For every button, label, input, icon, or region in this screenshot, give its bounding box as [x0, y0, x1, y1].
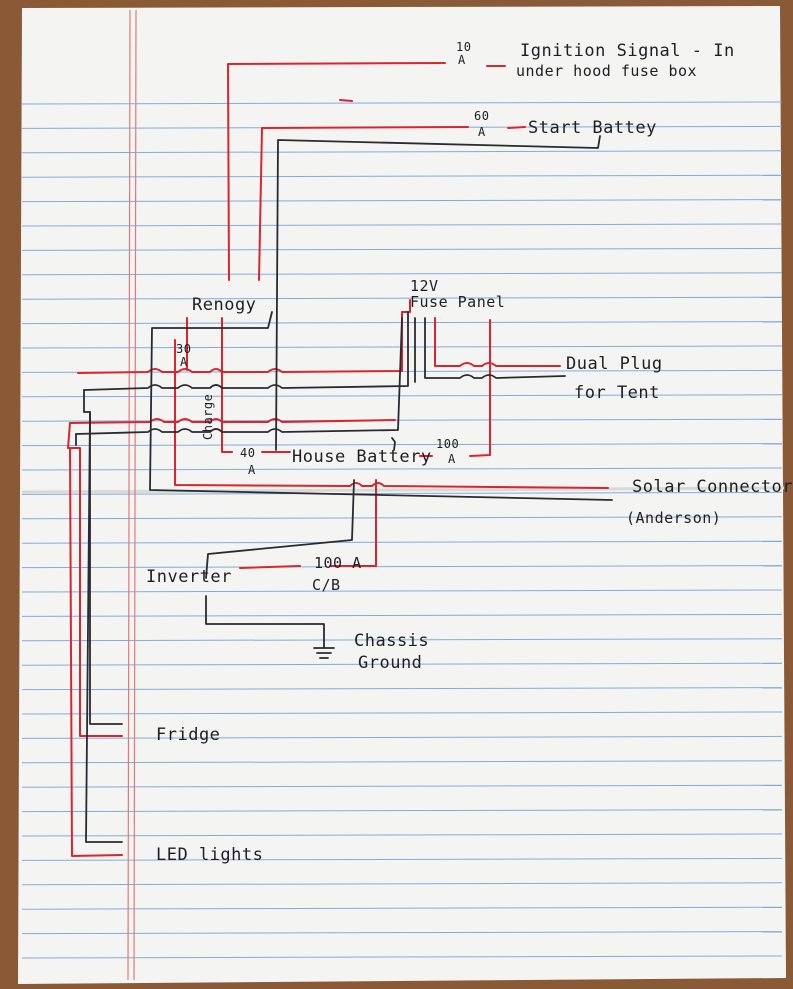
ruled-line — [21, 760, 783, 764]
ruled-line — [21, 540, 783, 544]
circuit-breaker-line1: 100 A — [314, 554, 362, 572]
solar-connector-line2: (Anderson) — [626, 509, 721, 527]
positive-wires — [67, 62, 609, 857]
start-battery-wire-tail — [507, 126, 526, 129]
stray-mark — [339, 99, 353, 102]
inverter-black-wire — [205, 479, 355, 579]
ruled-line — [21, 247, 783, 251]
ruled-line — [21, 491, 783, 495]
inverter-red-wire-b — [239, 565, 301, 569]
renogy-fuse-unit: A — [180, 355, 188, 369]
ruled-line — [21, 955, 783, 959]
charge-label: Charge — [201, 394, 215, 440]
ruled-line — [21, 735, 783, 739]
ruled-line — [21, 443, 783, 447]
load-red-trunk — [67, 422, 123, 737]
chassis-ground-line1: Chassis — [354, 631, 429, 651]
ruled-line — [21, 711, 783, 715]
ignition-wire — [227, 62, 446, 281]
ruled-line — [21, 272, 783, 276]
chassis-ground-line2: Ground — [358, 653, 422, 673]
led-lights-label: LED lights — [156, 845, 263, 865]
ground-symbol — [313, 647, 335, 659]
labels: 10 A Ignition Signal - In under hood fus… — [146, 40, 793, 865]
ignition-signal-line2: under hood fuse box — [516, 62, 697, 80]
dual-plug-line1: Dual Plug — [566, 354, 663, 374]
fridge-label: Fridge — [156, 725, 220, 745]
ruled-line — [21, 906, 783, 910]
ign-fuse-num: 10 — [456, 40, 471, 54]
led-red-wire — [69, 447, 123, 857]
ruled-line — [21, 687, 783, 691]
charge-wire-red — [221, 317, 233, 453]
ruled-line — [21, 882, 783, 886]
house-fuse-right-num: 100 — [436, 437, 459, 451]
ruled-line — [21, 784, 783, 788]
house-fuse-left-unit: A — [248, 463, 256, 477]
upper-positive-bus — [77, 311, 403, 374]
renogy-fuse-num: 30 — [176, 342, 191, 356]
fuse-panel-feed-red — [401, 299, 411, 313]
house-battery-label: House Battery — [292, 447, 432, 467]
fuse-panel-line2: Fuse Panel — [410, 293, 505, 311]
renogy-black-wire — [149, 311, 613, 501]
ruled-line — [21, 638, 783, 642]
margin-lines — [127, 9, 137, 981]
ruled-line — [21, 394, 783, 398]
upper-negative-bus — [83, 311, 409, 391]
start-battery-label: Start Battey — [528, 118, 657, 138]
ruled-line — [21, 662, 783, 666]
ruled-line — [21, 150, 783, 154]
dual-plug-line2: for Tent — [574, 383, 660, 403]
ruled-line — [21, 223, 783, 227]
house-battery-negative-wire — [391, 437, 396, 451]
solar-connector-line1: Solar Connector — [632, 477, 793, 497]
ruled-line — [21, 613, 783, 617]
start-fuse-num: 60 — [474, 109, 489, 123]
circuit-breaker-line2: C/B — [312, 576, 341, 594]
chassis-ground-wire — [205, 595, 325, 649]
inverter-label: Inverter — [146, 567, 232, 587]
start-battery-black-wire — [275, 135, 601, 451]
middle-positive-bus — [69, 418, 396, 424]
inverter-red-wire — [329, 479, 377, 567]
ruled-line — [21, 418, 783, 422]
ruled-line — [21, 565, 783, 569]
dual-plug-red-wire — [434, 317, 561, 367]
ruled-line — [21, 199, 783, 203]
ruled-line — [21, 467, 783, 471]
ruled-line — [21, 174, 783, 178]
ignition-signal-line1: Ignition Signal - In — [520, 41, 735, 61]
ign-fuse-unit: A — [458, 53, 466, 67]
ruled-line — [21, 809, 783, 813]
start-fuse-unit: A — [478, 125, 486, 139]
fuse-panel-line1: 12V — [410, 277, 439, 295]
ruled-line — [21, 101, 783, 105]
start-battery-wire — [258, 126, 469, 281]
house-fuse-right-unit: A — [448, 452, 456, 466]
ruled-line — [21, 516, 783, 520]
ruled-line — [21, 931, 783, 935]
paper-fold-crease — [21, 486, 785, 494]
lower-negative-bus — [75, 317, 403, 435]
ruled-line — [21, 296, 783, 300]
ruled-line — [21, 857, 783, 861]
house-fuse-left-num: 40 — [240, 446, 255, 460]
dual-plug-black-wire — [424, 317, 566, 379]
solar-red-wire — [174, 339, 609, 489]
ruled-line — [21, 833, 783, 837]
negative-wires — [75, 135, 613, 843]
renogy-label: Renogy — [192, 295, 256, 315]
led-black-wire — [85, 411, 123, 843]
house-battery-fuse-100-wire-b — [469, 319, 491, 457]
ruled-line — [21, 589, 783, 593]
